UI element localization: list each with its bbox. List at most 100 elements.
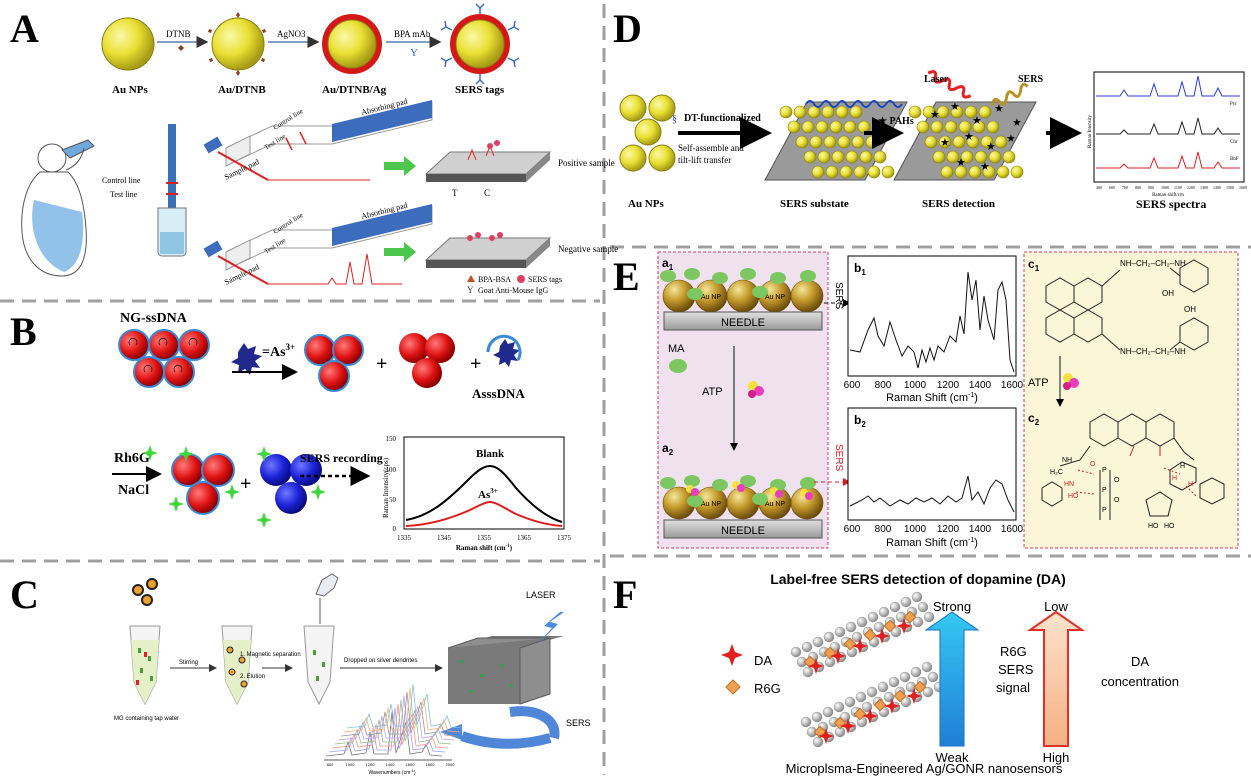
svg-text:1100: 1100 [1174, 185, 1182, 190]
e-b2-spectrum [849, 475, 1015, 513]
svg-text:1200: 1200 [1187, 185, 1195, 190]
ng-ssdna-cluster [118, 329, 210, 388]
svg-text:★: ★ [1012, 117, 1022, 129]
arrow-label-dtnb: DTNB [166, 29, 191, 39]
sample-liquid [160, 232, 184, 254]
hydrogen-bonds [1075, 445, 1197, 497]
b-xtick-0: 1335 [397, 534, 412, 542]
ng-ssdna-spirals [128, 337, 198, 373]
as3-ion-icon [231, 343, 262, 375]
svg-text:HO: HO [1068, 493, 1079, 500]
e-b2-xlabel: Raman Shift (cm-1) [886, 537, 978, 549]
panel-a: A DTNB AgNO3 BPA mAb Y Au NPs Au/DTNB Au… [10, 3, 618, 295]
f-label-strong: Strong [933, 599, 971, 614]
b-xtick-4: 1375 [557, 534, 572, 542]
svg-text:1600: 1600 [1239, 185, 1247, 190]
d-spectra-label-bbf: BbF [1230, 157, 1239, 162]
legend-goat-igg: Goat Anti-Mouse IgG [478, 286, 548, 295]
label-nacl: NaCl [118, 483, 149, 498]
strip-positive [203, 100, 433, 181]
e-label-a1: a1 [662, 256, 674, 272]
d-label-laser: Laser [924, 74, 949, 85]
e-label-atp: ATP [702, 386, 723, 398]
atp-molecule-icon [748, 381, 764, 398]
e-b2-frame [847, 407, 1017, 521]
panel-letter-e: E [613, 254, 640, 299]
svg-text:★: ★ [986, 141, 996, 153]
svg-text:600: 600 [844, 524, 861, 535]
svg-text:H₃C: H₃C [1050, 469, 1063, 476]
f-r6g-signal-2: SERS [998, 662, 1034, 677]
svg-text:1000: 1000 [346, 762, 356, 767]
antibody-decorations [440, 3, 520, 85]
svg-text:2000: 2000 [446, 762, 456, 767]
d-label-pahs: ★ PAHs [878, 116, 914, 127]
svg-text:600: 600 [844, 380, 861, 391]
svg-text:1500: 1500 [1226, 185, 1234, 190]
f-caption: Microplsma-Engineered Ag/GONR nanosensor… [786, 761, 1063, 776]
panel-letter-f: F [613, 572, 637, 617]
b-ytick-2: 100 [386, 466, 397, 474]
f-title: Label-free SERS detection of dopamine (D… [770, 571, 1066, 587]
b-xtick-2: 1355 [477, 534, 492, 542]
bpa-bsa-icon [467, 275, 475, 282]
svg-text:1600: 1600 [1001, 524, 1024, 535]
strip-test-line-label: Test line [110, 190, 138, 199]
f-legend-r6g: R6G [754, 681, 781, 696]
c-xticks: 800 1000 1200 1400 1600 1800 2000 [327, 762, 456, 767]
aggregated-cluster-1 [304, 334, 364, 392]
svg-text:600: 600 [1109, 185, 1115, 190]
d-spectra-ylabel: Raman Intensity [1088, 115, 1093, 148]
b-chart-ylabel: Raman Intensity(cps) [382, 457, 390, 518]
antibody-icon: Y [410, 47, 418, 59]
tube-3 [303, 573, 339, 706]
ma-molecule-icon [669, 359, 687, 373]
negative-sample-slab [424, 232, 552, 268]
svg-text:1400: 1400 [969, 524, 992, 535]
label-step-1: 1. Magnetic separation [240, 652, 301, 658]
svg-text:Au NP: Au NP [701, 501, 722, 508]
svg-text:HO: HO [1164, 523, 1175, 530]
b-curve-blank [405, 464, 563, 523]
d-au-np-cluster [619, 94, 676, 172]
d-label-spectra: SERS spectra [1136, 197, 1206, 211]
e-label-c2: c2 [1028, 411, 1040, 427]
tube-2 [221, 625, 253, 706]
pipette-icon [315, 573, 339, 597]
e-label-a2: a2 [662, 441, 674, 457]
e-c1-oh-top: OH [1162, 289, 1174, 298]
svg-text:1200: 1200 [937, 524, 960, 535]
svg-text:1600: 1600 [406, 762, 416, 767]
e-label-atp-c: ATP [1028, 377, 1049, 389]
aggregated-cluster-2 [399, 333, 455, 388]
svg-text:800: 800 [327, 762, 334, 767]
label-asssdna: AsssDNA [472, 386, 525, 401]
label-laser: LASER [526, 590, 556, 600]
rh6g-blue-cluster [260, 454, 322, 514]
e-b1-frame [847, 255, 1017, 377]
panel-f: F Label-free SERS detection of dopamine … [613, 571, 1179, 776]
stacked-spectra [325, 683, 464, 757]
svg-text:1400: 1400 [1213, 185, 1221, 190]
needle-bottom-label: NEEDLE [721, 525, 765, 537]
atp-molecule-icon-c [1063, 373, 1079, 390]
gonr-ribbons [790, 591, 945, 748]
svg-text:Au NP: Au NP [765, 294, 786, 301]
green-arrow-negative [384, 242, 416, 262]
d-spectra-label-chr: Chr [1230, 140, 1238, 145]
svg-text:1000: 1000 [904, 380, 927, 391]
svg-text:P: P [1102, 467, 1107, 474]
c-spectrum-line [346, 683, 464, 729]
label-mg-water: MG containing tap water [114, 716, 179, 722]
e-c1-chain-top: NH–CH₂–CH₂–NH [1120, 259, 1186, 268]
as3-label: =As3+ [262, 342, 295, 360]
plus-sign-3: + [240, 473, 251, 495]
arrow-label-bpa-mab: BPA mAb [394, 29, 431, 39]
svg-text:★: ★ [950, 101, 960, 113]
positive-sample-label: Positive sample [558, 158, 615, 168]
e-b1-spectrum [849, 271, 1015, 373]
asssdna-complex-icon [486, 334, 522, 367]
